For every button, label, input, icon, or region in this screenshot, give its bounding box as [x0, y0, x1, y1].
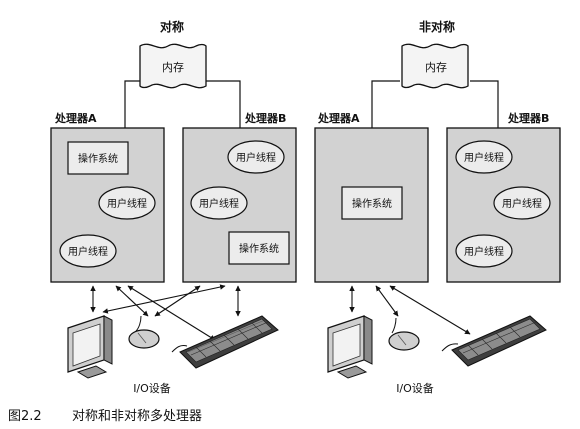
symmetric-title: 对称	[160, 19, 184, 34]
os-label: 操作系统	[352, 197, 392, 210]
keyboard-icon	[171, 315, 279, 369]
mouse-icon	[128, 315, 160, 349]
processor-a-label: 处理器A	[317, 111, 360, 125]
memory-shape	[401, 43, 469, 89]
os-box	[67, 141, 129, 175]
user-thread-label: 用户线程	[502, 197, 542, 210]
io-arrows	[90, 284, 241, 341]
os-box	[341, 186, 403, 220]
memory-shape	[139, 43, 207, 89]
user-thread-label: 用户线程	[464, 151, 504, 164]
asymmetric-title: 非对称	[419, 19, 455, 34]
user-thread-ellipse	[98, 186, 156, 220]
symmetric-diagram: 对称 内存 处理器A 操作系统 用户线程 用户线程 处理器B 用户线程 用户线程…	[50, 19, 297, 395]
processor-a-label: 处理器A	[54, 111, 97, 125]
monitor-icon	[327, 315, 373, 379]
memory-label: 内存	[425, 60, 447, 74]
memory-link-b	[202, 80, 241, 128]
user-thread-ellipse	[190, 186, 248, 220]
io-arrows	[349, 285, 471, 335]
memory-link-b	[470, 80, 499, 128]
processor-b-label: 处理器B	[507, 111, 549, 125]
user-thread-ellipse	[455, 140, 513, 174]
io-label: I/O设备	[396, 381, 434, 395]
user-thread-ellipse	[227, 140, 285, 174]
keyboard-icon	[441, 315, 547, 367]
user-thread-ellipse	[59, 234, 117, 268]
memory-link-a	[371, 80, 400, 128]
os-box	[228, 231, 290, 265]
os-label: 操作系统	[78, 152, 118, 165]
mouse-icon	[388, 317, 420, 351]
user-thread-label: 用户线程	[236, 151, 276, 164]
user-thread-label: 用户线程	[464, 245, 504, 258]
user-thread-label: 用户线程	[107, 197, 147, 210]
figure-caption: 对称和非对称多处理器	[72, 408, 202, 424]
memory-label: 内存	[162, 60, 184, 74]
asymmetric-diagram: 非对称 内存 处理器A 操作系统 处理器B 用户线程 用户线程 用户线程	[314, 19, 561, 395]
processor-b-label: 处理器B	[244, 111, 286, 125]
monitor-icon	[67, 315, 113, 379]
os-label: 操作系统	[239, 242, 279, 255]
user-thread-label: 用户线程	[68, 245, 108, 258]
user-thread-ellipse	[493, 186, 551, 220]
user-thread-ellipse	[455, 234, 513, 268]
io-label: I/O设备	[133, 381, 171, 395]
user-thread-label: 用户线程	[199, 197, 239, 210]
figure-number: 图2.2	[8, 409, 42, 424]
